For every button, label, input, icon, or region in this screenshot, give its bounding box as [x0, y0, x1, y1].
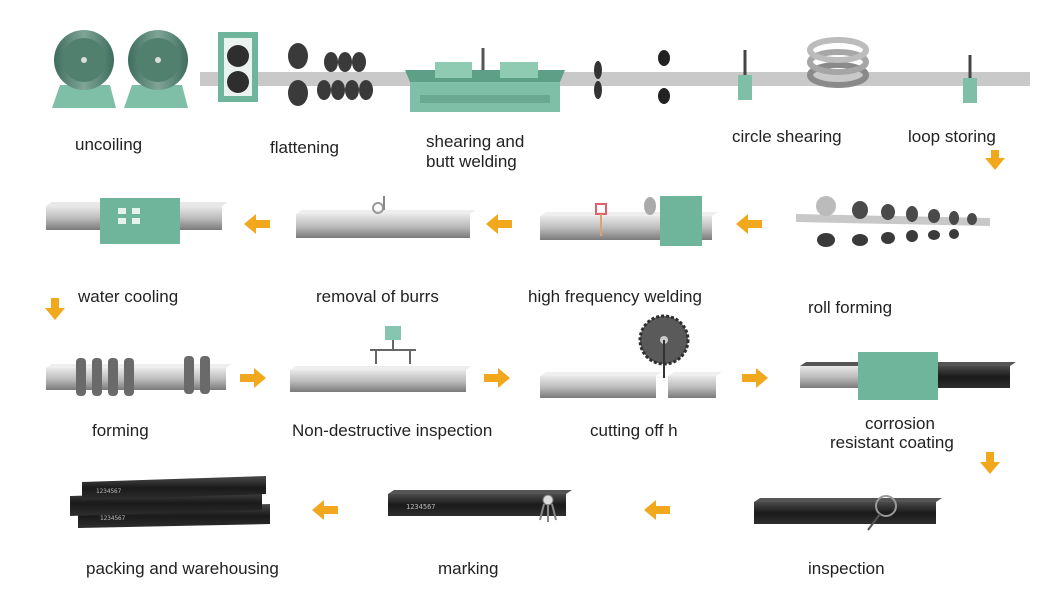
tube-marking: 1234567: [100, 515, 126, 522]
roll-forming-unit: [796, 196, 990, 247]
coating-unit: [800, 352, 1016, 400]
packing-bundle: 1234567 1234567: [70, 476, 270, 528]
tube-marking: 1234567: [96, 488, 122, 495]
label-hf-welding: high frequency welding: [528, 287, 702, 306]
arrow-right-icon: [240, 368, 266, 388]
arrow-down-icon: [985, 150, 1005, 170]
label-uncoiling: uncoiling: [75, 135, 143, 154]
coil-icon: [52, 30, 116, 108]
label-ndt: Non-destructive inspection: [292, 421, 493, 440]
hf-welding-unit: [540, 196, 718, 246]
label-coating-line1: corrosion: [865, 414, 935, 433]
marking-pen-icon: [539, 494, 557, 522]
arrow-down-icon: [980, 452, 1000, 474]
arrow-left-icon: [736, 214, 762, 234]
magnifier-icon: [867, 495, 897, 531]
label-cutting-off: cutting off h: [590, 421, 678, 440]
tube-marking: 1234567: [406, 503, 436, 511]
inspection-unit: [754, 498, 942, 524]
arrow-left-icon: [312, 500, 338, 520]
flattening-frame: [218, 32, 258, 102]
label-loop-storing: loop storing: [908, 127, 996, 146]
label-coating-line2: resistant coating: [830, 433, 954, 452]
label-packing: packing and warehousing: [86, 559, 279, 578]
label-shearing-line1: shearing and: [426, 132, 525, 151]
forming-unit: [46, 356, 232, 396]
arrow-right-icon: [484, 368, 510, 388]
coil-icon: [124, 30, 188, 108]
arrow-left-icon: [244, 214, 270, 234]
arrow-down-icon: [45, 298, 65, 320]
loop-storing-post: [963, 55, 977, 103]
cutting-unit: [540, 372, 722, 398]
arrow-left-icon: [644, 500, 670, 520]
arrow-left-icon: [486, 214, 512, 234]
label-removal-of-burrs: removal of burrs: [316, 287, 439, 306]
water-cooling-unit: [46, 198, 228, 244]
coil-icon: [807, 37, 869, 88]
label-water-cooling: water cooling: [78, 287, 179, 306]
roller-icon: [594, 50, 670, 104]
saw-blade-icon: [638, 314, 690, 378]
arrow-right-icon: [742, 368, 768, 388]
circle-shearing-post: [738, 50, 752, 100]
label-marking: marking: [438, 559, 499, 578]
burr-removal-tube: [296, 196, 476, 238]
shearing-welding-table: [405, 48, 565, 112]
label-forming: forming: [92, 421, 149, 440]
label-inspection: inspection: [808, 559, 885, 578]
marking-unit: 1234567: [388, 490, 572, 516]
roller-icon: [288, 43, 373, 106]
label-circle-shearing: circle shearing: [732, 127, 842, 146]
label-shearing-line2: butt welding: [426, 152, 517, 171]
ndt-unit: [290, 326, 472, 392]
label-roll-forming: roll forming: [808, 298, 893, 317]
label-flattening: flattening: [270, 138, 339, 157]
